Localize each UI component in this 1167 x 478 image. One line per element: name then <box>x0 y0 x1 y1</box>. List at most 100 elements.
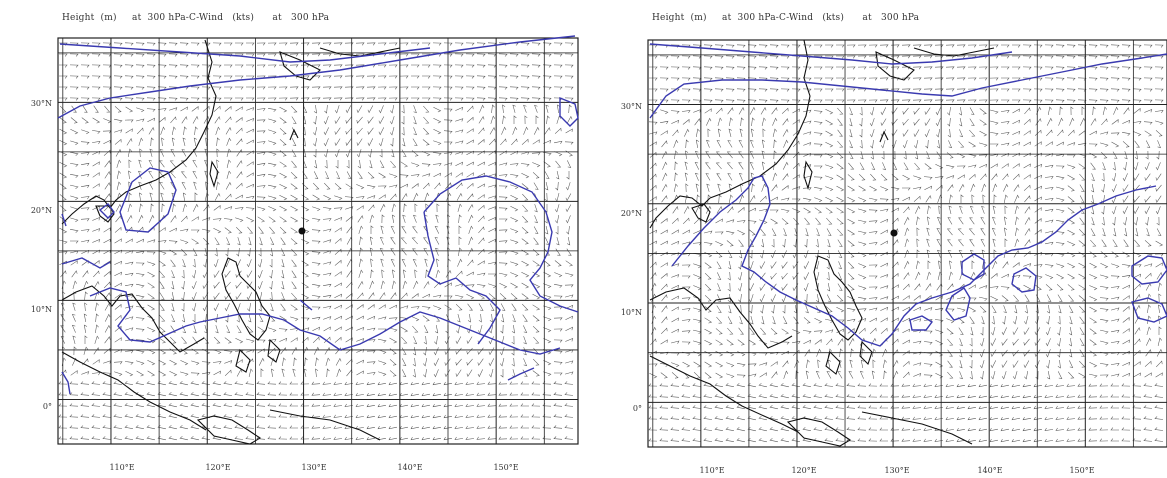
wind-barb <box>837 283 843 291</box>
wind-barb <box>770 196 778 202</box>
wind-barb <box>92 359 100 365</box>
wind-barb <box>781 208 790 214</box>
wind-barb <box>969 118 975 126</box>
wind-barb <box>366 86 376 90</box>
wind-barb <box>533 237 539 245</box>
wind-barb <box>836 44 845 48</box>
wind-barb <box>466 139 474 145</box>
wind-barb <box>236 325 242 333</box>
wind-barb <box>1022 275 1032 279</box>
wind-barb <box>169 171 176 179</box>
wind-barb <box>168 75 178 79</box>
wind-barb <box>181 269 185 279</box>
wind-barb <box>761 183 767 192</box>
wind-barb <box>969 129 976 137</box>
wind-barb <box>190 97 200 101</box>
wind-barb <box>533 126 540 135</box>
wind-barb <box>369 247 374 256</box>
wind-barb <box>465 42 475 46</box>
wind-barb <box>770 272 777 280</box>
wind-barb <box>989 55 999 59</box>
wind-barb <box>825 207 833 214</box>
wind-barb <box>1024 294 1030 302</box>
wind-barb <box>136 107 145 113</box>
wind-barb <box>1089 130 1097 136</box>
wind-barb <box>280 237 286 245</box>
wind-barb <box>923 44 933 48</box>
wind-barb <box>1100 319 1109 323</box>
wind-barb <box>322 414 332 418</box>
wind-barb <box>116 159 122 168</box>
wind-barb <box>135 53 145 57</box>
wind-barb <box>792 174 800 180</box>
wind-barb <box>904 249 910 258</box>
wind-barb <box>246 42 255 46</box>
wind-barb <box>1158 315 1162 325</box>
wind-barb <box>913 195 921 202</box>
wind-barb <box>487 381 497 385</box>
wind-barb <box>344 414 354 418</box>
wind-barb <box>564 86 574 90</box>
wind-barb <box>660 120 669 125</box>
wind-barb <box>399 75 409 79</box>
wind-barb <box>923 341 933 345</box>
wind-barb <box>564 141 574 145</box>
wind-barb <box>836 174 845 181</box>
wind-barb <box>476 436 486 440</box>
wind-barb <box>477 183 485 189</box>
wind-barb <box>1122 295 1130 301</box>
wind-barb <box>191 303 197 312</box>
wind-barb <box>1068 371 1075 379</box>
wind-barb <box>749 161 754 170</box>
wind-barb <box>758 44 768 48</box>
wind-barb <box>412 248 418 256</box>
wind-barb <box>704 328 713 335</box>
wind-barb <box>913 140 919 149</box>
wind-barb <box>103 347 111 354</box>
wind-barb <box>891 272 899 279</box>
wind-barb <box>213 105 221 112</box>
wind-barb <box>553 86 563 90</box>
wind-barb <box>290 183 298 190</box>
wind-barb <box>389 348 397 355</box>
wind-barb <box>1055 242 1065 246</box>
wind-barb <box>81 260 89 266</box>
wind-barb <box>1088 416 1098 420</box>
wind-barb <box>212 392 221 396</box>
wind-barb <box>443 64 453 68</box>
wind-barb <box>1045 141 1053 147</box>
wind-barb <box>1100 131 1109 135</box>
wind-barb <box>533 358 540 366</box>
wind-barb <box>1122 284 1131 289</box>
wind-barb <box>501 126 507 135</box>
wind-barb <box>1143 77 1153 81</box>
wind-barb <box>212 42 222 46</box>
wind-barb <box>477 150 485 156</box>
wind-barb <box>267 86 277 90</box>
wind-barb <box>992 238 996 247</box>
wind-barb <box>278 392 288 396</box>
map-panel-right: Height (m) at 300 hPa-C-Wind (kts) at 30… <box>592 0 1167 478</box>
wind-barb <box>901 405 911 409</box>
wind-barb <box>260 368 264 377</box>
wind-barb <box>791 99 801 103</box>
wind-barb <box>60 369 67 377</box>
wind-barb <box>737 339 745 346</box>
wind-barb <box>476 53 486 57</box>
wind-barb <box>521 282 530 289</box>
wind-barb <box>433 172 441 178</box>
wind-barb <box>326 368 330 378</box>
wind-barb <box>312 273 321 277</box>
wind-barb <box>780 341 790 345</box>
wind-barb <box>815 238 819 248</box>
wind-barb <box>399 392 408 397</box>
wind-barb <box>443 97 453 101</box>
wind-barb <box>543 348 552 355</box>
wind-barb <box>171 314 176 323</box>
wind-barb <box>139 203 143 213</box>
wind-barb <box>278 425 288 429</box>
wind-barb <box>923 77 933 81</box>
wind-barb <box>857 405 867 409</box>
wind-barb <box>555 160 562 168</box>
wind-barb <box>532 260 540 267</box>
